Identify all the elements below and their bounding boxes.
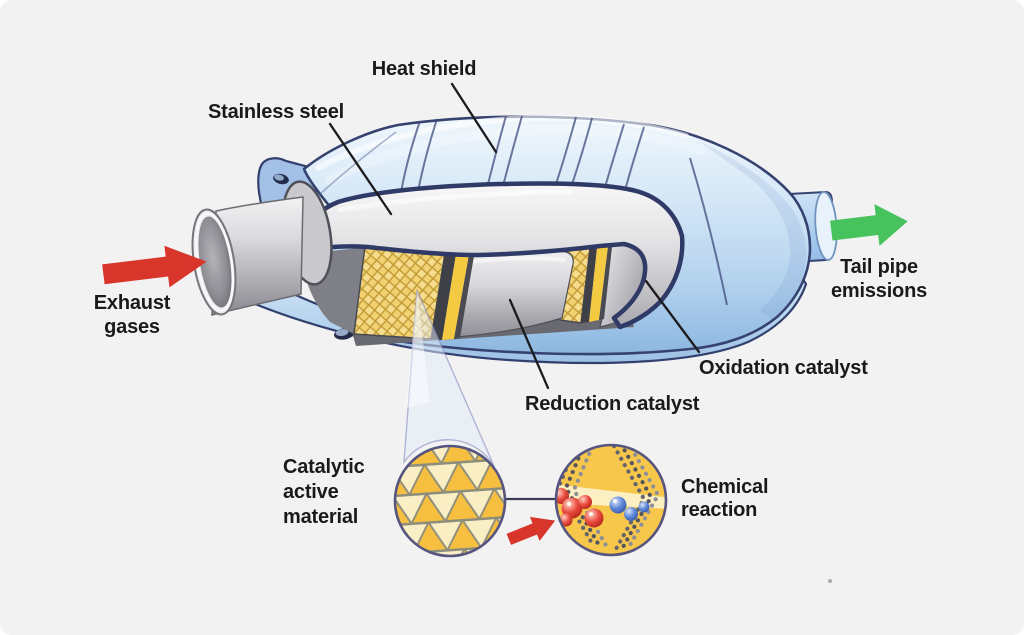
reaction-arrow-icon [506, 516, 556, 545]
label-stainless-steel: Stainless steel [208, 101, 344, 123]
magnifier-cone [403, 289, 495, 467]
chemical-reaction-inset [554, 443, 668, 557]
stainless-steel-shell [297, 181, 685, 330]
label-heat-shield: Heat shield [371, 58, 477, 80]
label-oxidation-catalyst: Oxidation catalyst [699, 357, 868, 379]
leader-stainless-steel [328, 122, 393, 216]
speck [828, 579, 832, 583]
magnifier-cone-glint [406, 290, 430, 408]
label-catalytic-active-material: Catalytic active material [283, 456, 365, 528]
emissions-flow-arrow-icon [830, 204, 908, 246]
leader-heat-shield [450, 82, 498, 154]
leader-lines [328, 82, 701, 390]
shell-highlight [337, 189, 573, 213]
middle-cylinder-highlight [468, 256, 566, 264]
molecules-red [556, 488, 604, 528]
label-tail-pipe-emissions: Tail pipe emissions [830, 256, 928, 302]
molecules-blue [609, 496, 650, 521]
label-reduction-catalyst: Reduction catalyst [525, 393, 700, 415]
leader-reduction-catalyst [508, 298, 550, 390]
leader-oxidation-catalyst [644, 279, 701, 354]
label-chemical-reaction: Chemical reaction [681, 476, 769, 521]
catalytic-material-inset [393, 444, 507, 558]
exhaust-flow-arrow-icon [102, 245, 207, 288]
inlet-pipe-mouth [191, 208, 237, 316]
label-exhaust-gases: Exhaust gases [93, 292, 171, 338]
